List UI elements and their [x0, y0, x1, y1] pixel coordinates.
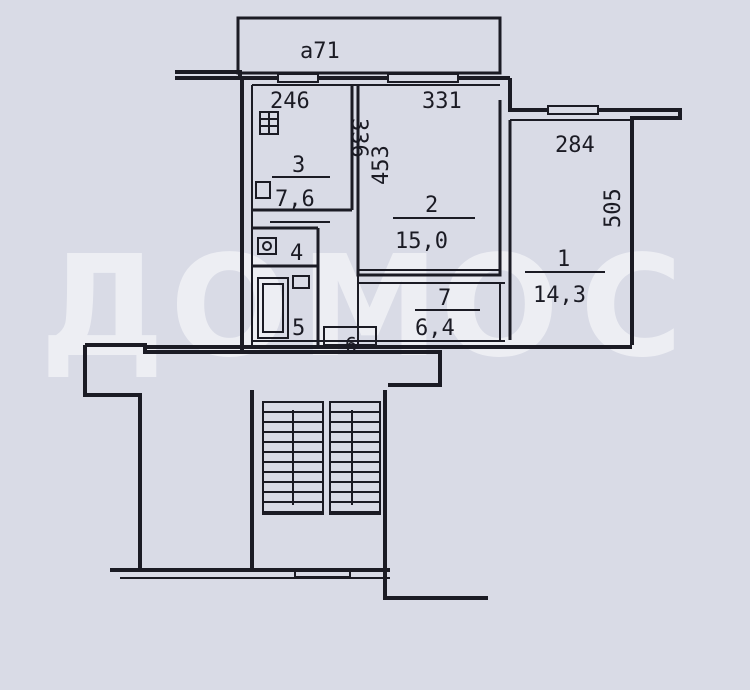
bathtub-icon	[257, 277, 289, 339]
walls	[145, 16, 682, 350]
labels: а71 246 336 3 7,6 331 453 2 15,0 284 505…	[270, 39, 626, 357]
stair-flight-right	[329, 401, 381, 515]
room-7-number: 7	[438, 286, 451, 311]
stair-right	[383, 390, 488, 600]
room-5-number: 5	[292, 316, 305, 341]
stair-flights	[262, 401, 381, 515]
balcony-label: а71	[300, 39, 340, 64]
room-1-dim-length: 505	[601, 188, 626, 228]
watermark-letter-3: М	[300, 226, 439, 389]
wall-top-left	[175, 70, 242, 80]
stair-flight-left	[262, 401, 324, 515]
room-3-number: 3	[292, 153, 305, 178]
watermark-letter-2: О	[170, 226, 289, 389]
room-1-area: 14,3	[533, 283, 586, 308]
sink-icon	[255, 181, 271, 199]
room-4-number: 4	[290, 241, 303, 266]
toilet-bowl-icon	[262, 241, 272, 251]
room-7-area: 6,4	[415, 316, 455, 341]
window-kitchen	[277, 73, 319, 83]
closet-6	[323, 326, 377, 346]
room-3-dim-length: 336	[346, 118, 371, 158]
fixtures	[255, 111, 310, 339]
window-room-2	[387, 73, 459, 83]
watermark-letter-1: Д	[40, 226, 165, 389]
window-room-1	[547, 105, 599, 115]
partitions	[252, 85, 632, 346]
stairwell	[83, 343, 488, 600]
room-2-walls	[356, 85, 502, 277]
hall-left	[83, 345, 142, 568]
room-2-dim-length: 453	[369, 145, 394, 185]
bathtub-inner	[262, 283, 284, 333]
room-2-area: 15,0	[395, 229, 448, 254]
toilet-icon	[257, 237, 277, 255]
room-1-dim-width: 284	[555, 133, 595, 158]
hall-walls	[85, 343, 442, 387]
balcony	[236, 16, 502, 75]
watermark: Д О М О С	[40, 226, 683, 389]
wall-right-stub	[630, 108, 682, 120]
room-1-number: 1	[557, 247, 570, 272]
room-3-dim-width: 246	[270, 89, 310, 114]
room-2-dim-width: 331	[422, 89, 462, 114]
room-3-area: 7,6	[275, 187, 315, 212]
wall-step	[508, 78, 680, 112]
washbasin-icon	[292, 275, 310, 289]
room-6-number: 6	[345, 333, 357, 357]
room-2-number: 2	[425, 193, 438, 218]
